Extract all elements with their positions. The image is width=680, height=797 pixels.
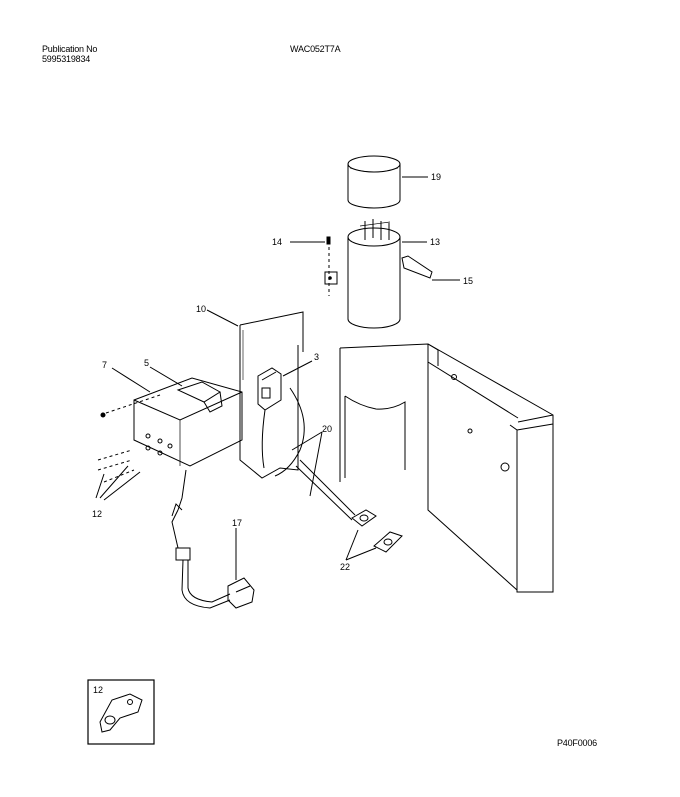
publication-info: Publication No 5995319834 bbox=[42, 44, 97, 64]
screw-left bbox=[100, 412, 106, 418]
callout-20: 20 bbox=[322, 424, 332, 434]
callout-14: 14 bbox=[272, 237, 282, 247]
inset-detail: 12 bbox=[87, 679, 155, 745]
publication-number: 5995319834 bbox=[42, 54, 91, 64]
leader-3 bbox=[282, 360, 313, 377]
leader-10 bbox=[206, 309, 239, 327]
capacitor bbox=[347, 219, 401, 329]
inset-label: 12 bbox=[93, 685, 103, 695]
switch bbox=[257, 367, 282, 411]
callout-5: 5 bbox=[144, 358, 149, 368]
callout-7: 7 bbox=[102, 360, 107, 370]
leader-20b bbox=[309, 431, 323, 497]
leader-12b bbox=[103, 471, 141, 501]
callout-12: 12 bbox=[92, 509, 102, 519]
figure-code: P40F0006 bbox=[557, 738, 597, 748]
leader-22b bbox=[345, 547, 377, 561]
publication-label: Publication No bbox=[42, 44, 98, 54]
capacitor-cover bbox=[347, 155, 401, 209]
callout-labels: 19 13 14 15 10 7 5 3 20 12 17 22 bbox=[92, 172, 473, 572]
callout-13: 13 bbox=[430, 237, 440, 247]
wiring bbox=[177, 387, 356, 521]
screw-14 bbox=[326, 236, 331, 245]
leader-7 bbox=[111, 367, 151, 393]
inset-part-icon bbox=[99, 693, 143, 733]
power-cord bbox=[171, 503, 255, 609]
model-number: WAC052T7A bbox=[290, 44, 341, 54]
leader-20a bbox=[291, 431, 323, 451]
callout-17: 17 bbox=[232, 518, 242, 528]
callout-22: 22 bbox=[340, 562, 350, 572]
capacitor-tab bbox=[324, 271, 338, 285]
callout-3: 3 bbox=[314, 352, 319, 362]
bracket-10 bbox=[239, 325, 299, 479]
leader-12c bbox=[95, 473, 105, 499]
thermostat-bracket bbox=[351, 509, 403, 553]
callout-19: 19 bbox=[431, 172, 441, 182]
control-box bbox=[133, 377, 243, 467]
leader-12a bbox=[99, 465, 129, 499]
capacitor-bracket bbox=[401, 255, 433, 279]
callout-15: 15 bbox=[463, 276, 473, 286]
control-panel-housing bbox=[239, 311, 554, 593]
leader-22a bbox=[345, 529, 359, 561]
leader-5 bbox=[149, 366, 183, 387]
callout-10: 10 bbox=[196, 304, 206, 314]
